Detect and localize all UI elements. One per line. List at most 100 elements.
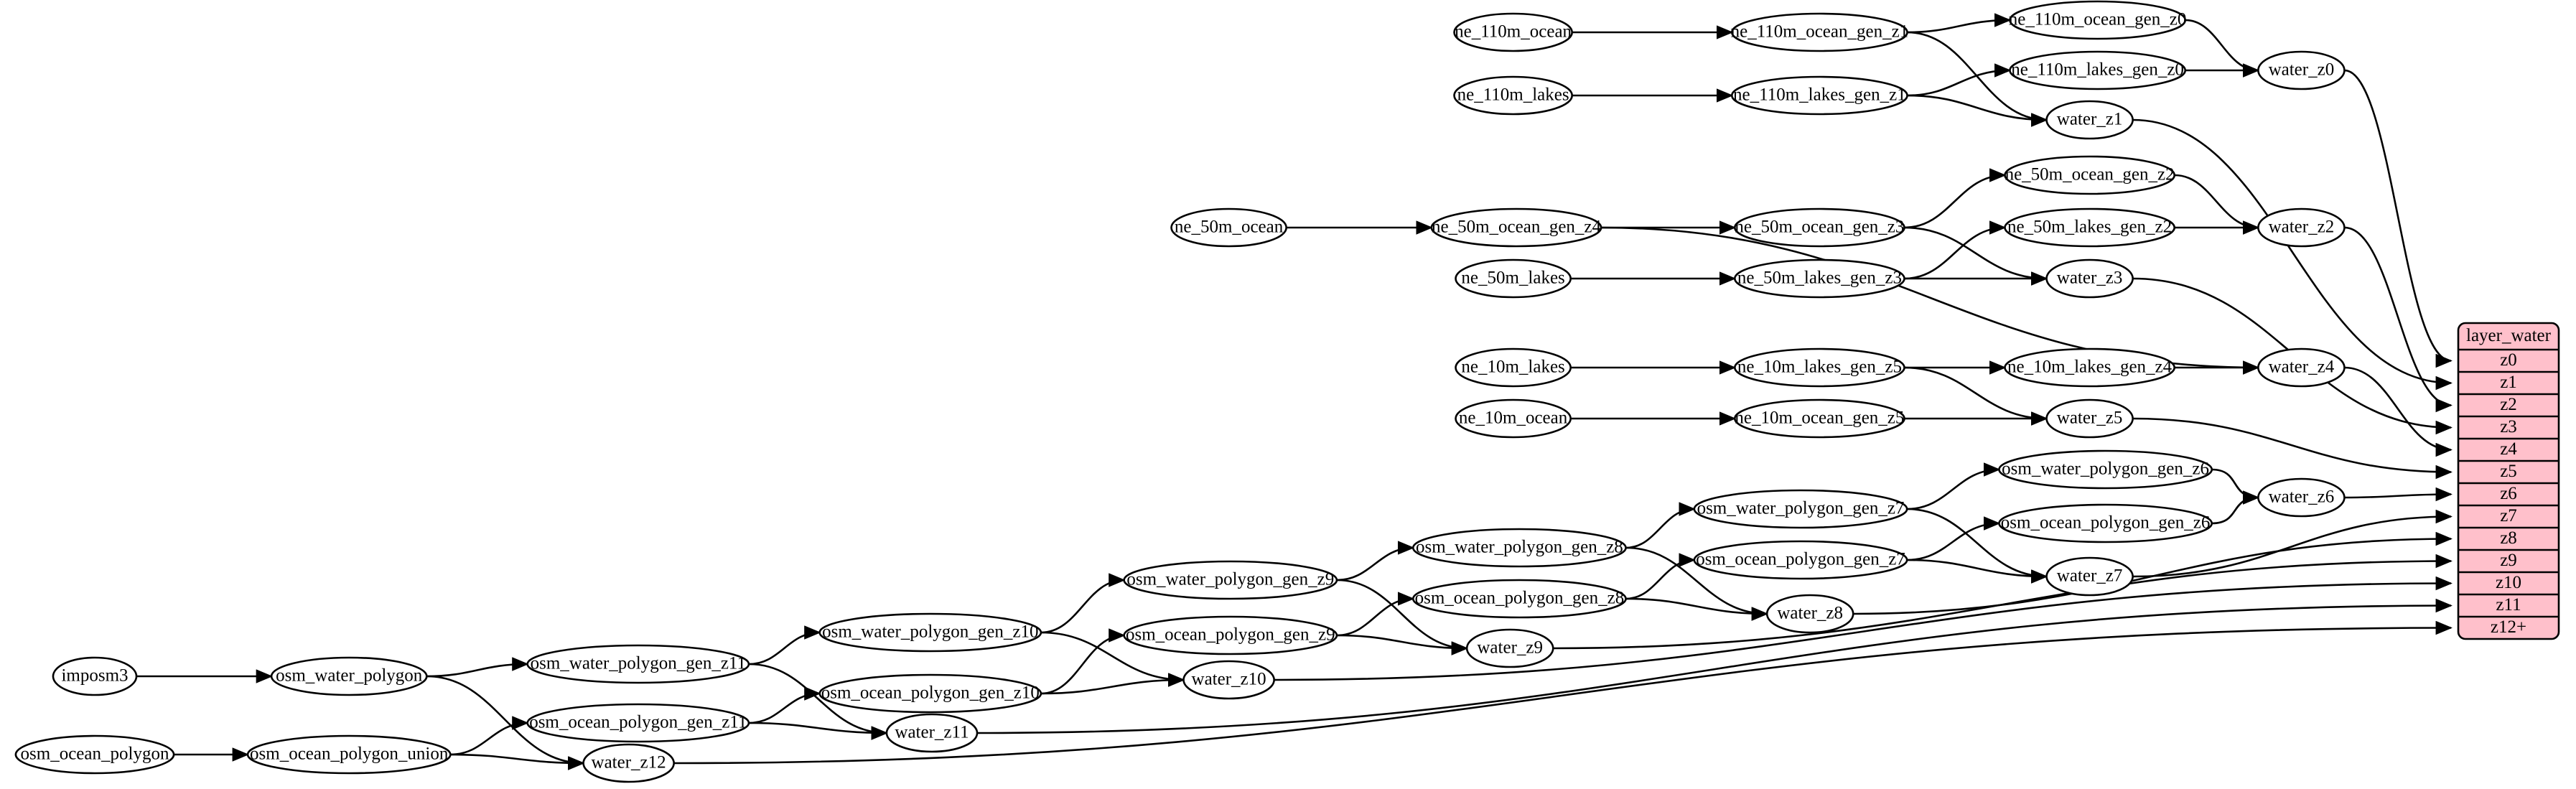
record-row-z12+[interactable]: z12+ <box>2491 617 2526 637</box>
graph-node-water_z7[interactable]: water_z7 <box>2045 556 2134 597</box>
node-shape[interactable] <box>1430 207 1602 248</box>
graph-node-ne_110m_lakes[interactable]: ne_110m_lakes <box>1453 75 1573 116</box>
graph-node-water_z1[interactable]: water_z1 <box>2045 100 2134 140</box>
record-row-z1[interactable]: z1 <box>2500 373 2517 392</box>
node-shape[interactable] <box>1453 12 1573 52</box>
graph-node-ne_10m_ocean_gen_z5[interactable]: ne_10m_ocean_gen_z5 <box>1733 398 1905 439</box>
graph-node-water_z2[interactable]: water_z2 <box>2257 207 2346 248</box>
graph-node-water_z4[interactable]: water_z4 <box>2257 347 2346 388</box>
node-shape[interactable] <box>1765 594 1854 634</box>
node-shape[interactable] <box>1182 660 1275 700</box>
graph-node-water_z12[interactable]: water_z12 <box>582 743 675 783</box>
node-shape[interactable] <box>1455 398 1572 439</box>
node-shape[interactable] <box>2004 347 2176 388</box>
graph-node-ne_110m_lakes_gen_z0[interactable]: ne_110m_lakes_gen_z0 <box>2009 50 2187 90</box>
node-shape[interactable] <box>526 703 750 743</box>
graph-node-water_z9[interactable]: water_z9 <box>1465 628 1554 668</box>
record-row-z3[interactable]: z3 <box>2500 417 2517 436</box>
record-row-z6[interactable]: z6 <box>2500 484 2517 503</box>
node-shape[interactable] <box>1465 628 1554 668</box>
graph-node-ne_50m_lakes_gen_z3[interactable]: ne_50m_lakes_gen_z3 <box>1733 258 1905 299</box>
node-shape[interactable] <box>1733 347 1905 388</box>
node-shape[interactable] <box>1411 528 1627 568</box>
node-shape[interactable] <box>1730 75 1908 116</box>
node-shape[interactable] <box>14 734 175 775</box>
graph-node-ne_50m_ocean_gen_z2[interactable]: ne_50m_ocean_gen_z2 <box>2004 155 2176 195</box>
node-shape[interactable] <box>1693 540 1908 580</box>
graph-node-osm_ocean_polygon_gen_z6[interactable]: osm_ocean_polygon_gen_z6 <box>1998 503 2213 543</box>
graph-node-ne_110m_ocean[interactable]: ne_110m_ocean <box>1453 12 1573 52</box>
graph-node-osm_water_polygon_gen_z8[interactable]: osm_water_polygon_gen_z8 <box>1411 528 1627 568</box>
node-shape[interactable] <box>1170 207 1287 248</box>
node-shape[interactable] <box>1693 489 1908 529</box>
node-shape[interactable] <box>2257 347 2346 388</box>
node-shape[interactable] <box>818 673 1042 714</box>
node-shape[interactable] <box>1411 579 1627 619</box>
record-row-z10[interactable]: z10 <box>2496 573 2521 592</box>
graph-node-ne_50m_lakes_gen_z2[interactable]: ne_50m_lakes_gen_z2 <box>2004 207 2176 248</box>
graph-node-osm_ocean_polygon_gen_z7[interactable]: osm_ocean_polygon_gen_z7 <box>1693 540 1908 580</box>
node-shape[interactable] <box>1455 258 1572 299</box>
record-row-z8[interactable]: z8 <box>2500 528 2517 548</box>
graph-node-ne_110m_ocean_gen_z0[interactable]: ne_110m_ocean_gen_z0 <box>2009 0 2187 40</box>
node-shape[interactable] <box>2257 477 2346 518</box>
node-shape[interactable] <box>1730 12 1908 52</box>
graph-node-osm_ocean_polygon[interactable]: osm_ocean_polygon <box>14 734 175 775</box>
node-shape[interactable] <box>1123 615 1338 655</box>
node-shape[interactable] <box>2257 50 2346 90</box>
graph-node-ne_10m_ocean[interactable]: ne_10m_ocean <box>1455 398 1572 439</box>
graph-node-osm_water_polygon[interactable]: osm_water_polygon <box>270 656 428 696</box>
node-shape[interactable] <box>2257 207 2346 248</box>
node-shape[interactable] <box>1455 347 1572 388</box>
graph-node-ne_50m_ocean_gen_z3[interactable]: ne_50m_ocean_gen_z3 <box>1733 207 1905 248</box>
node-shape[interactable] <box>2004 207 2176 248</box>
graph-node-ne_10m_lakes[interactable]: ne_10m_lakes <box>1455 347 1572 388</box>
graph-node-water_z6[interactable]: water_z6 <box>2257 477 2346 518</box>
graph-node-osm_water_polygon_gen_z6[interactable]: osm_water_polygon_gen_z6 <box>1998 449 2213 490</box>
graph-node-osm_water_polygon_gen_z11[interactable]: osm_water_polygon_gen_z11 <box>526 644 750 684</box>
graph-node-water_z10[interactable]: water_z10 <box>1182 660 1275 700</box>
record-row-z9[interactable]: z9 <box>2500 551 2517 570</box>
graph-node-water_z11[interactable]: water_z11 <box>885 713 979 753</box>
node-shape[interactable] <box>1733 207 1905 248</box>
record-row-z7[interactable]: z7 <box>2500 506 2517 526</box>
node-shape[interactable] <box>526 644 750 684</box>
node-shape[interactable] <box>885 713 979 753</box>
node-shape[interactable] <box>1733 398 1905 439</box>
record-row-z0[interactable]: z0 <box>2500 350 2517 370</box>
graph-node-water_z0[interactable]: water_z0 <box>2257 50 2346 90</box>
node-shape[interactable] <box>582 743 675 783</box>
record-node-layer-water[interactable]: layer_waterz0z1z2z3z4z5z6z7z8z9z10z11z12… <box>2457 322 2560 640</box>
node-shape[interactable] <box>2045 100 2134 140</box>
graph-node-ne_50m_ocean[interactable]: ne_50m_ocean <box>1170 207 1287 248</box>
record-row-z4[interactable]: z4 <box>2500 439 2517 459</box>
graph-node-osm_ocean_polygon_gen_z11[interactable]: osm_ocean_polygon_gen_z11 <box>526 703 750 743</box>
graph-node-water_z8[interactable]: water_z8 <box>1765 594 1854 634</box>
node-shape[interactable] <box>2009 0 2187 40</box>
node-shape[interactable] <box>246 734 452 775</box>
node-shape[interactable] <box>2045 556 2134 597</box>
record-row-z11[interactable]: z11 <box>2496 595 2521 615</box>
node-shape[interactable] <box>52 656 138 696</box>
node-shape[interactable] <box>2045 258 2134 299</box>
node-shape[interactable] <box>1733 258 1905 299</box>
node-shape[interactable] <box>1123 560 1338 600</box>
node-shape[interactable] <box>270 656 428 696</box>
graph-node-osm_ocean_polygon_union[interactable]: osm_ocean_polygon_union <box>246 734 452 775</box>
graph-node-ne_50m_lakes[interactable]: ne_50m_lakes <box>1455 258 1572 299</box>
graph-node-osm_ocean_polygon_gen_z9[interactable]: osm_ocean_polygon_gen_z9 <box>1123 615 1338 655</box>
graph-node-osm_ocean_polygon_gen_z8[interactable]: osm_ocean_polygon_gen_z8 <box>1411 579 1627 619</box>
graph-node-ne_50m_ocean_gen_z4[interactable]: ne_50m_ocean_gen_z4 <box>1430 207 1602 248</box>
node-shape[interactable] <box>1998 503 2213 543</box>
graph-node-osm_water_polygon_gen_z10[interactable]: osm_water_polygon_gen_z10 <box>818 612 1042 653</box>
graph-node-osm_water_polygon_gen_z7[interactable]: osm_water_polygon_gen_z7 <box>1693 489 1908 529</box>
node-shape[interactable] <box>2009 50 2187 90</box>
graph-node-water_z3[interactable]: water_z3 <box>2045 258 2134 299</box>
record-row-z2[interactable]: z2 <box>2500 395 2517 414</box>
graph-node-ne_110m_ocean_gen_z1[interactable]: ne_110m_ocean_gen_z1 <box>1730 12 1909 52</box>
graph-node-ne_110m_lakes_gen_z1[interactable]: ne_110m_lakes_gen_z1 <box>1730 75 1908 116</box>
record-row-z5[interactable]: z5 <box>2500 462 2517 481</box>
graph-node-ne_10m_lakes_gen_z5[interactable]: ne_10m_lakes_gen_z5 <box>1733 347 1905 388</box>
record-background[interactable] <box>2457 322 2560 640</box>
graph-node-osm_ocean_polygon_gen_z10[interactable]: osm_ocean_polygon_gen_z10 <box>818 673 1042 714</box>
